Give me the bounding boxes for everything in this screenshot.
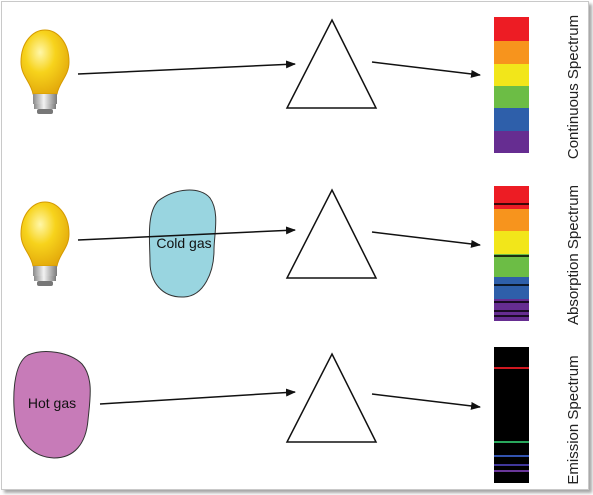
hot-gas-cloud — [13, 351, 91, 459]
gas-label: Hot gas — [28, 395, 76, 411]
diagram-frame — [1, 1, 589, 490]
prism — [285, 18, 378, 109]
light-ray — [99, 388, 296, 405]
light-ray — [77, 60, 296, 75]
spectrum-label: Continuous Spectrum — [565, 15, 582, 159]
light-ray — [371, 231, 481, 248]
spectrum-label: Emission Spectrum — [565, 355, 582, 484]
emission-lines — [494, 367, 529, 472]
light-ray — [77, 226, 296, 241]
light-bulb-icon — [20, 201, 70, 286]
absorption-spectrum-bar — [494, 186, 529, 321]
absorption-lines — [494, 203, 529, 317]
light-ray — [371, 61, 481, 78]
continuous-spectrum-bar — [494, 17, 529, 153]
prism — [285, 188, 378, 279]
gas-label: Cold gas — [156, 235, 211, 251]
cold-gas-cloud — [148, 189, 217, 298]
spectrum-label: Absorption Spectrum — [565, 185, 582, 325]
light-bulb-icon — [20, 29, 70, 114]
prism — [285, 352, 378, 443]
light-ray — [371, 393, 481, 410]
emission-spectrum-bar — [494, 347, 529, 483]
